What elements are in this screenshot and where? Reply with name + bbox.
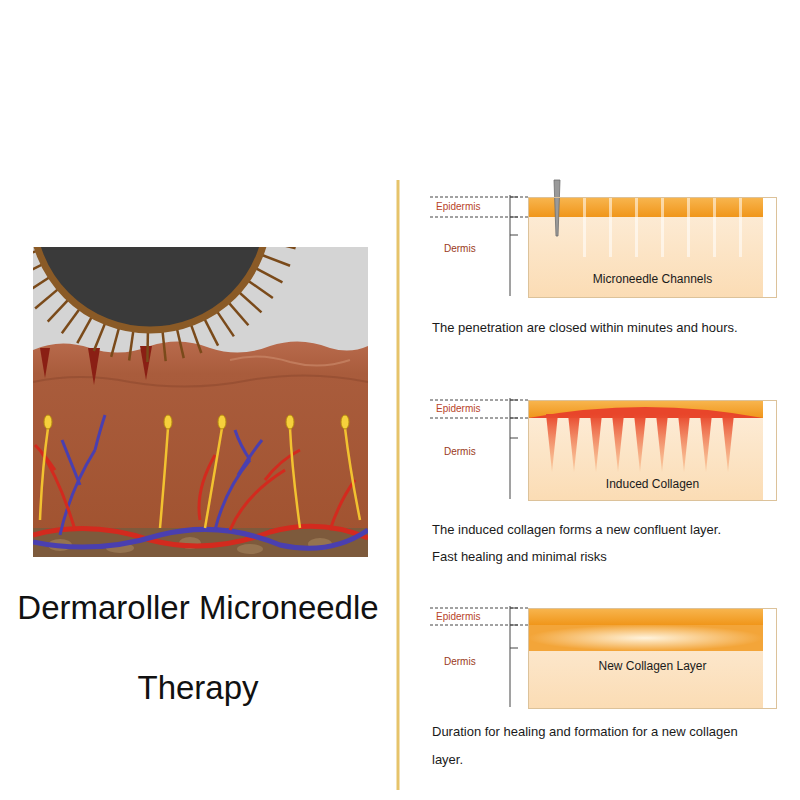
title: Dermaroller Microneedle Therapy xyxy=(8,568,388,728)
layer-label: Dermis xyxy=(444,656,504,668)
caption-note: The penetration are closed within minute… xyxy=(432,314,797,342)
caption-note: Duration for healing and formation for a… xyxy=(432,718,752,774)
skin-panel: New Collagen Layer xyxy=(528,608,777,709)
panel-label: Induced Collagen xyxy=(529,477,776,491)
skin-illustration xyxy=(33,247,368,557)
panel-label: New Collagen Layer xyxy=(529,659,776,673)
layer-label: Dermis xyxy=(444,243,504,255)
skin-panel: Microneedle Channels xyxy=(528,197,777,298)
layer-label: Epidermis xyxy=(436,611,506,623)
panel-drawing xyxy=(528,608,763,709)
skin-panel: Induced Collagen xyxy=(528,400,777,501)
caption-note: Fast healing and minimal risks xyxy=(432,543,797,571)
bracket xyxy=(430,195,528,707)
panel-label: Microneedle Channels xyxy=(529,272,776,286)
layer-label: Epidermis xyxy=(436,201,506,213)
layer-label: Dermis xyxy=(444,446,504,458)
layer-label: Epidermis xyxy=(436,403,506,415)
caption-note: The induced collagen forms a new conflue… xyxy=(432,516,797,544)
